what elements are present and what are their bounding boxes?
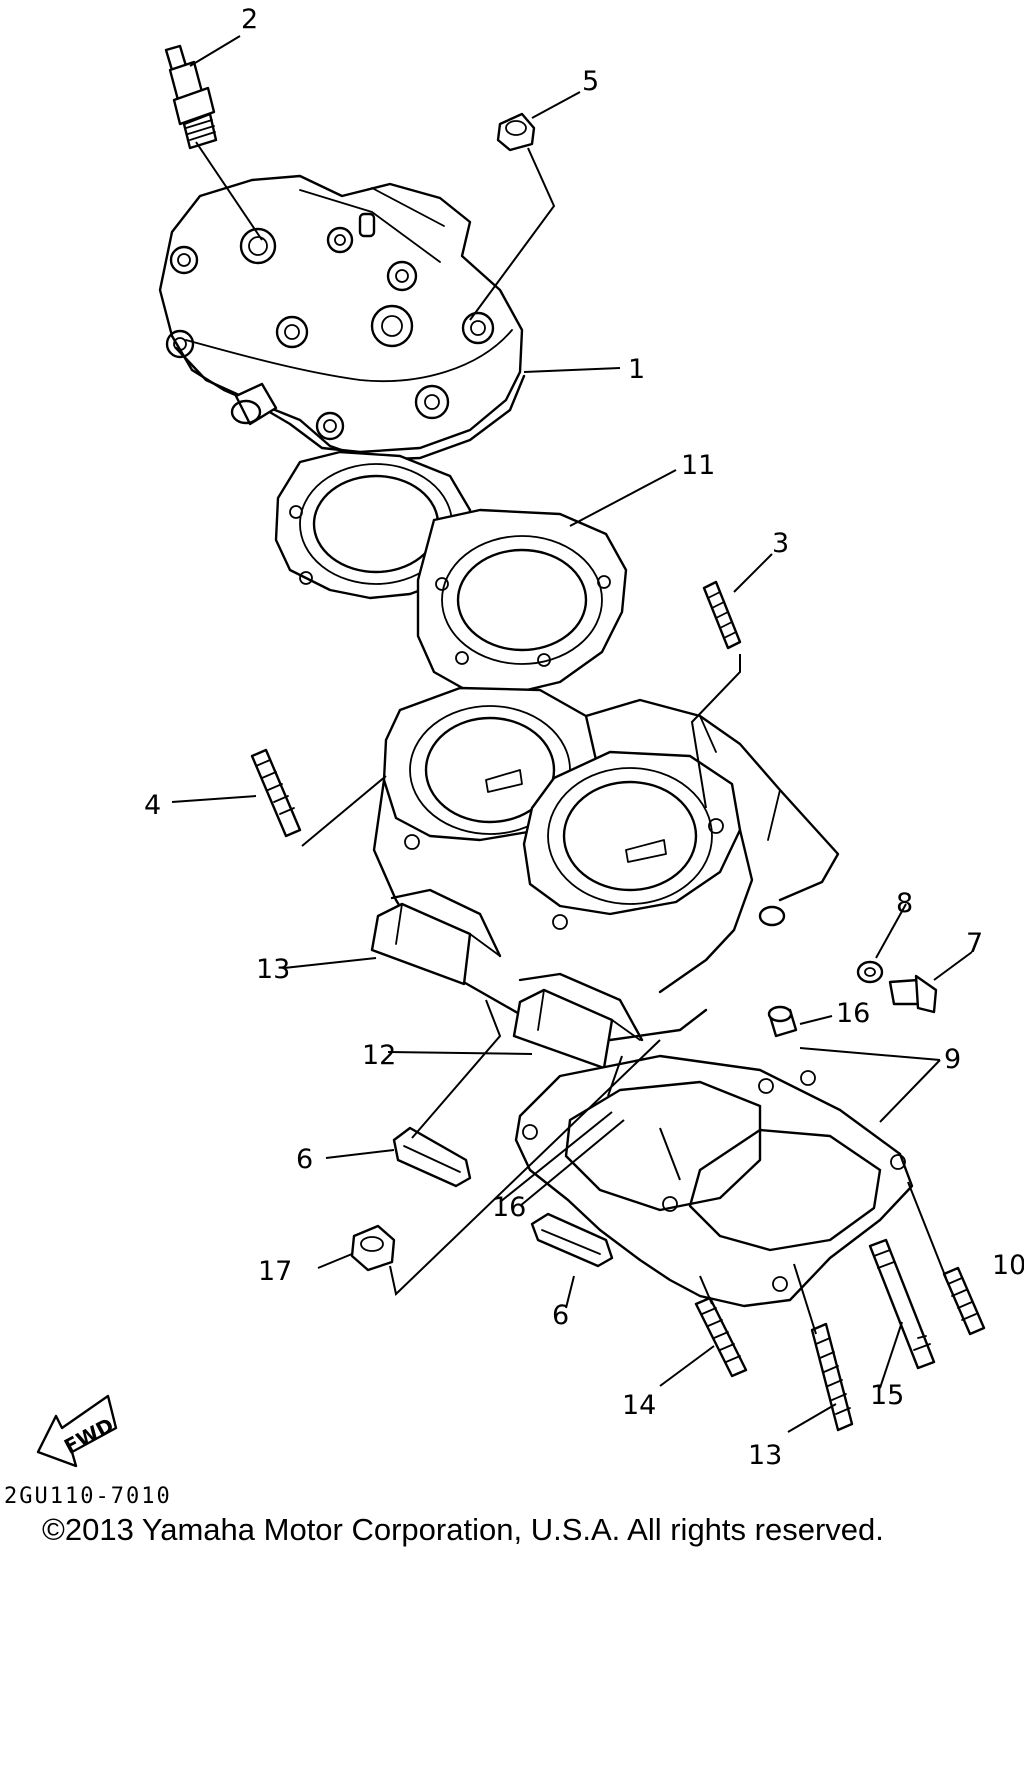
fwd-arrow-icon: FWD: [36, 1394, 118, 1468]
callout-9: 13: [256, 954, 290, 985]
nut-top: [496, 112, 536, 152]
callout-5: 5: [582, 66, 599, 97]
callout-12: 9: [944, 1044, 961, 1075]
stud-bolt-15: [868, 1238, 936, 1370]
stud-bolt-3: [702, 580, 742, 650]
bolt-10: [888, 974, 938, 1014]
washer-11: [856, 960, 884, 984]
stud-bolt-14: [694, 1296, 748, 1378]
callout-6-upper: 6: [296, 1144, 313, 1175]
callout-labels: 2 5 1 11 3 4 13 8 7 16 12 9 6 16 17 10 6…: [144, 4, 1024, 1471]
exhaust-gasket-6-lower: [530, 1212, 614, 1268]
leader-lines: [171, 35, 973, 1433]
exhaust-port-valve-8: [512, 988, 641, 1070]
callout-13-right: 10: [992, 1250, 1024, 1281]
stud-bolt-13-right: [942, 1266, 986, 1336]
callout-11: 8: [896, 888, 913, 919]
callout-2: 2: [241, 4, 258, 35]
spark-plug: [164, 44, 218, 150]
cylinder-body: [372, 686, 840, 1042]
callout-10: 7: [966, 928, 983, 959]
callout-7: 11: [681, 450, 715, 481]
drawing-code: 2GU110-7010: [4, 1484, 172, 1509]
callout-4: 4: [144, 790, 161, 821]
callout-8: 12: [362, 1040, 396, 1071]
callout-14: 14: [622, 1390, 656, 1421]
callout-1: 1: [628, 354, 645, 385]
callout-3: 3: [772, 528, 789, 559]
callout-15: 15: [870, 1380, 904, 1411]
callout-6-lower: 6: [552, 1300, 569, 1331]
cylinder-gasket: [514, 1054, 914, 1308]
cylinder-head-gasket: [274, 450, 628, 696]
stud-bolt-4: [250, 748, 302, 838]
nut-17: [350, 1224, 396, 1272]
exhaust-gasket-6-upper: [392, 1126, 472, 1188]
stud-bolt-13-lower: [810, 1322, 854, 1432]
callout-13-lower: 13: [748, 1440, 782, 1471]
copyright-notice: ©2013 Yamaha Motor Corporation, U.S.A. A…: [42, 1512, 884, 1547]
dowel-pin-16-right: [767, 1005, 798, 1038]
callout-16-left: 16: [492, 1192, 526, 1223]
exhaust-port-valve-9: [370, 902, 501, 986]
callout-16-right: 16: [836, 998, 870, 1029]
callout-17: 17: [258, 1256, 292, 1287]
cylinder-head: [158, 174, 526, 462]
